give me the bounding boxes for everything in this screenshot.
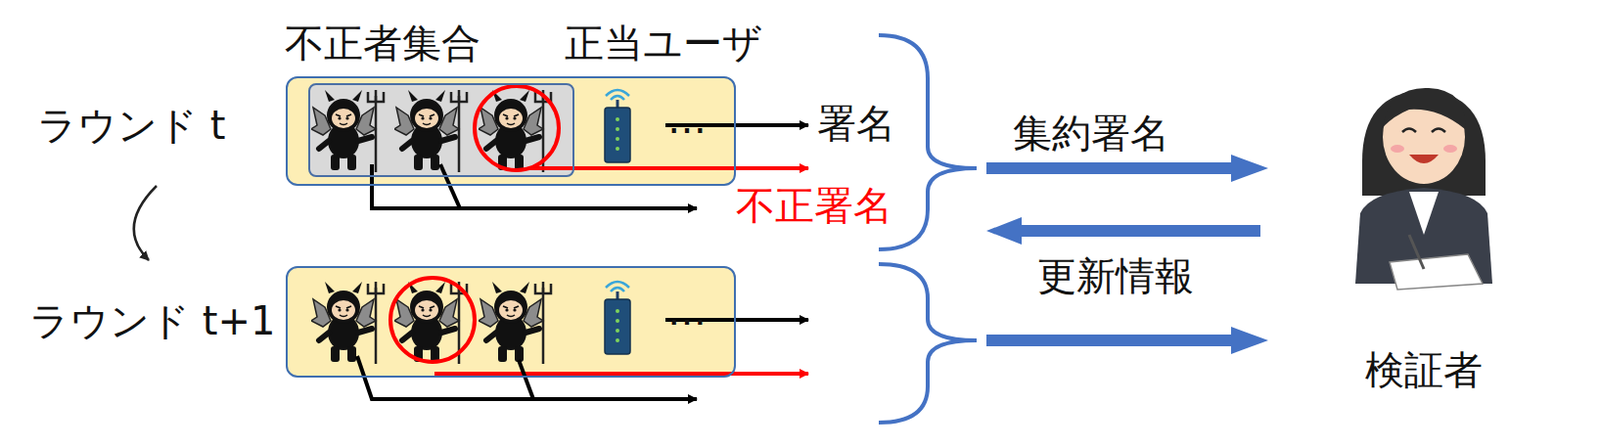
attacker-set-box: 不正者集合: [308, 83, 575, 178]
box-fill: [309, 84, 574, 177]
verifier-label: 検証者: [1365, 348, 1483, 392]
round-box: …: [285, 266, 736, 378]
update-info-label: 更新情報: [1037, 254, 1194, 298]
box-fill: [286, 267, 735, 377]
ellipsis: …: [667, 289, 707, 333]
round-box: 正当ユーザ…不正者集合: [285, 76, 736, 186]
round-label: ラウンド t: [37, 103, 226, 147]
group-label: 不正者集合: [284, 21, 481, 65]
invalid-signature-label: 不正署名: [735, 183, 893, 228]
aggregate-signature-label: 集約署名: [1012, 111, 1170, 155]
signature-label: 署名: [817, 101, 896, 145]
user-label: 正当ユーザ: [564, 21, 763, 65]
ellipsis: …: [667, 97, 707, 141]
round-label: ラウンド t+1: [29, 299, 275, 343]
